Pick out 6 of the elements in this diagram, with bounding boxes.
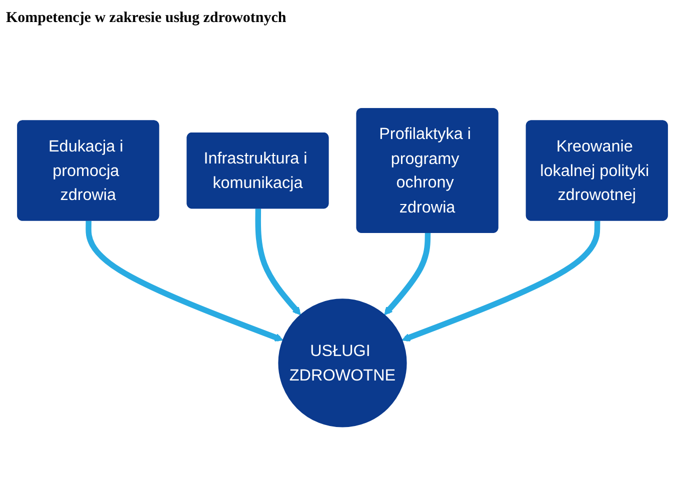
arrow	[255, 208, 301, 316]
arrow	[86, 220, 284, 342]
arrow	[402, 220, 600, 342]
node-circle: USŁUGI ZDROWOTNE	[278, 298, 407, 428]
arrow	[384, 232, 431, 316]
diagram-title: Kompetencje w zakresie usług zdrowotnych	[6, 10, 286, 27]
